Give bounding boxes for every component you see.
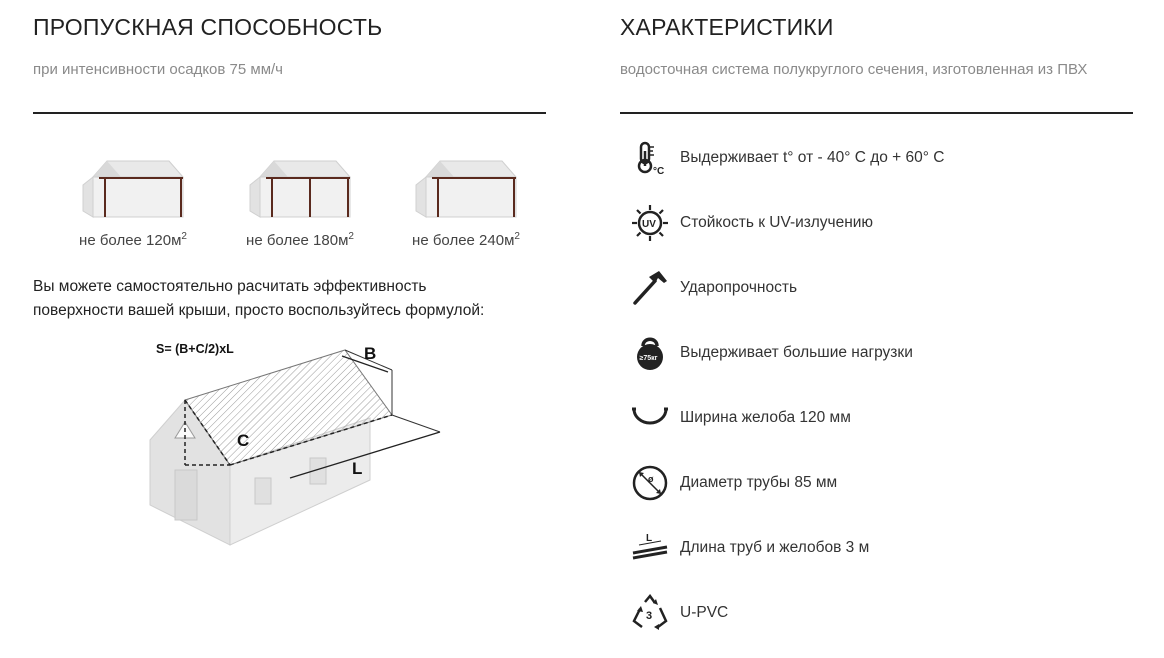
roof-formula: S= (B+C/2)xL	[156, 342, 234, 356]
door	[174, 469, 198, 521]
feature-load-text: Выдерживает большие нагрузки	[680, 344, 913, 361]
calc-line-1: Вы можете самостоятельно расчитать эффек…	[33, 278, 427, 295]
dimension-l-line	[289, 431, 441, 479]
house-small: не более 120м2	[63, 157, 203, 249]
svg-text:3: 3	[646, 610, 652, 622]
feature-material-text: U-PVC	[680, 604, 729, 621]
left-divider	[33, 112, 546, 114]
thermometer-icon: °C	[630, 138, 670, 178]
svg-text:≥75кг: ≥75кг	[640, 355, 658, 362]
gutter-icon	[630, 398, 670, 438]
length-icon: L	[630, 528, 670, 568]
house-medium-caption: не более 180м2	[246, 231, 354, 249]
house-large: не более 240м2	[396, 157, 536, 249]
feature-pipe-diameter: ø Диаметр трубы 85 мм	[630, 463, 837, 503]
calc-line-2: поверхности вашей крыши, просто воспольз…	[33, 302, 485, 319]
feature-load: ≥75кг Выдерживает большие нагрузки	[630, 333, 913, 373]
characteristics-subtitle: водосточная система полукруглого сечения…	[620, 61, 1088, 78]
side-window-2	[309, 457, 327, 485]
feature-length-text: Длина труб и желобов 3 м	[680, 539, 870, 556]
hammer-icon	[630, 268, 670, 308]
feature-material: 3 U-PVC	[630, 593, 728, 633]
house-medium: не более 180м2	[230, 157, 370, 249]
dimension-b-line	[341, 355, 389, 373]
throughput-title: ПРОПУСКНАЯ СПОСОБНОСТЬ	[33, 14, 383, 40]
gable-line	[184, 399, 231, 466]
recycle-icon: 3	[630, 593, 670, 633]
feature-length: L Длина труб и желобов 3 м	[630, 528, 869, 568]
house-large-image	[415, 160, 518, 218]
feature-temperature: °C Выдерживает t° от - 40° C до + 60° C	[630, 138, 944, 178]
dimension-l-label: L	[352, 459, 362, 478]
feature-pipe-diameter-text: Диаметр трубы 85 мм	[680, 474, 838, 491]
characteristics-title: ХАРАКТЕРИСТИКИ	[620, 14, 834, 40]
feature-temperature-text: Выдерживает t° от - 40° C до + 60° C	[680, 149, 945, 166]
feature-impact-text: Ударопрочность	[680, 279, 798, 296]
feature-gutter-width-text: Ширина желоба 120 мм	[680, 409, 851, 426]
svg-text:ø: ø	[648, 474, 654, 484]
side-window-1	[254, 477, 272, 505]
throughput-subtitle: при интенсивности осадков 75 мм/ч	[33, 61, 283, 78]
dimension-c-label: C	[237, 431, 249, 450]
svg-text:UV: UV	[642, 219, 656, 230]
feature-gutter-width: Ширина желоба 120 мм	[630, 398, 851, 438]
diameter-icon: ø	[630, 463, 670, 503]
feature-uv: UV Стойкость к UV-излучению	[630, 203, 873, 243]
kettlebell-icon: ≥75кг	[630, 333, 670, 373]
svg-text:L: L	[646, 533, 652, 544]
roof-diagram: B C L	[149, 344, 441, 546]
calc-instruction: Вы можете самостоятельно расчитать эффек…	[33, 275, 553, 323]
right-divider	[620, 112, 1133, 114]
feature-impact: Ударопрочность	[630, 268, 797, 308]
uv-icon: UV	[630, 203, 670, 243]
house-large-caption: не более 240м2	[412, 231, 520, 249]
feature-uv-text: Стойкость к UV-излучению	[680, 214, 874, 231]
svg-text:°C: °C	[653, 166, 664, 177]
house-small-image	[82, 160, 185, 218]
dimension-b-label: B	[364, 344, 376, 363]
eave-line	[229, 414, 393, 466]
house-small-caption: не более 120м2	[79, 231, 187, 249]
house-medium-image	[249, 160, 352, 218]
